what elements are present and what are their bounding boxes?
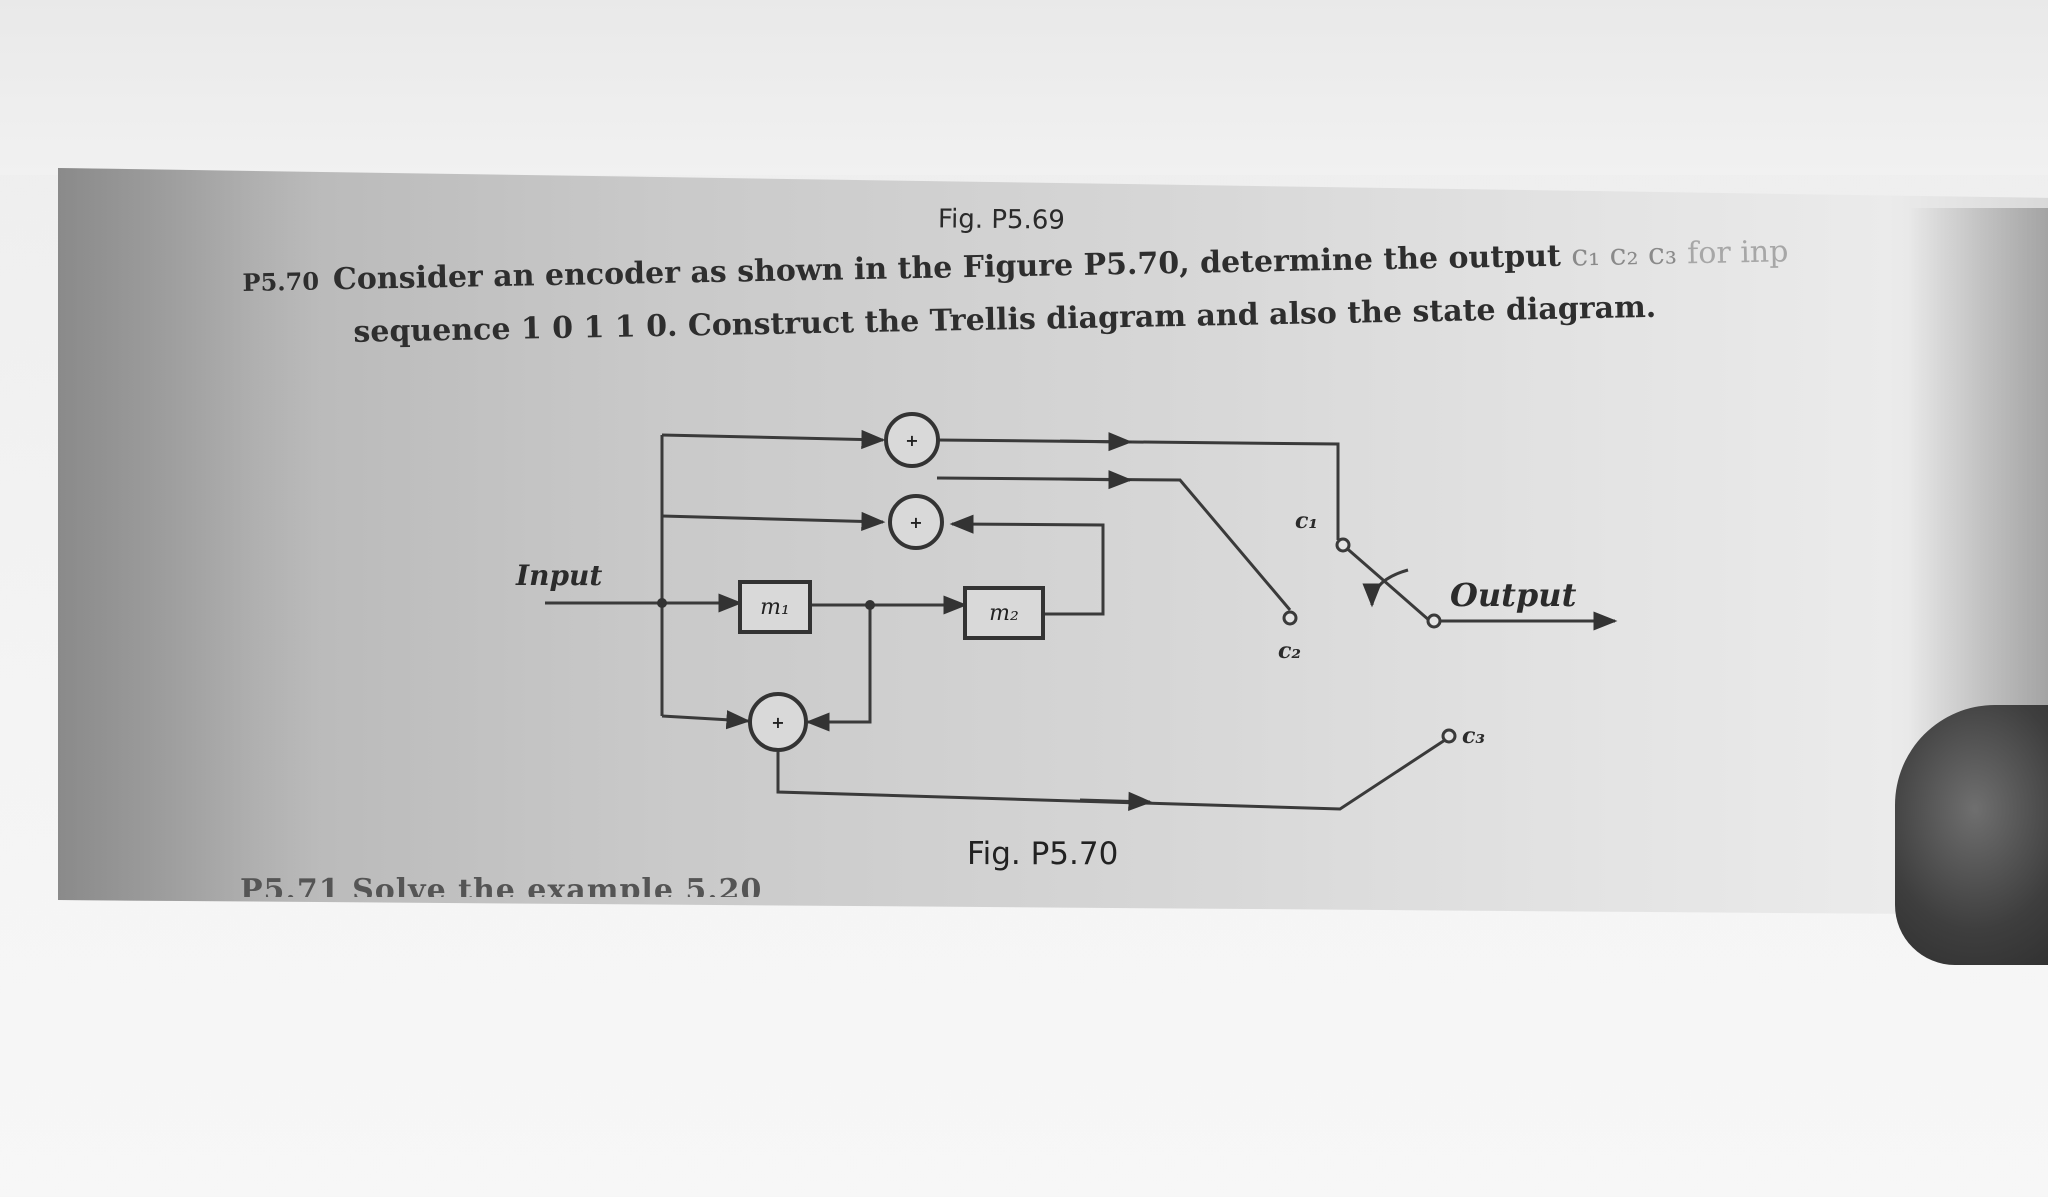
contact-c1-label: c₁ <box>1295 508 1318 534</box>
register-m2 <box>963 586 1045 640</box>
branch-to-adder-2 <box>661 511 886 532</box>
figure-caption: Fig. P5.70 <box>967 836 1119 872</box>
paper-background <box>0 0 2048 175</box>
contact-c2-label: c₂ <box>1278 638 1301 664</box>
contact-output <box>1426 613 1442 629</box>
adder-2-symbol: + <box>909 513 922 532</box>
adder-2 <box>888 494 944 550</box>
adder-3 <box>748 692 808 752</box>
junction-dot <box>865 600 875 610</box>
arrow-marker-2 <box>1059 470 1133 490</box>
contact-c2 <box>1282 610 1298 626</box>
register-m2-label: m₂ <box>989 601 1019 626</box>
adder-3-to-c3 <box>776 738 1446 811</box>
adder-1-symbol: + <box>905 431 918 450</box>
adder-1 <box>884 412 940 468</box>
m1-tap-to-adder-3 <box>805 605 872 732</box>
junction-dot <box>657 598 667 608</box>
page-shadow <box>58 168 318 915</box>
printed-page <box>58 168 2048 915</box>
contact-c3-label: c₃ <box>1462 723 1485 749</box>
arrow-marker-1 <box>1059 432 1133 452</box>
m2-feedback-line <box>949 514 1105 616</box>
thumb <box>1895 705 2048 965</box>
contact-c3 <box>1441 728 1457 744</box>
arrow-marker-3 <box>1079 791 1153 811</box>
register-m1 <box>738 580 812 634</box>
branch-to-adder-1 <box>661 429 886 450</box>
input-label: Input <box>515 559 602 592</box>
branch-to-adder-3 <box>661 710 751 730</box>
register-m1-label: m₁ <box>760 595 790 620</box>
commutator-rotation-arrow <box>1362 568 1409 608</box>
next-problem-cutoff: P5.71 Solve the example 5.20 <box>240 873 763 897</box>
adder-3-symbol: + <box>771 713 784 732</box>
contact-c1 <box>1335 537 1351 553</box>
commutator-switch <box>1342 543 1431 623</box>
adder-2-to-c2 <box>936 476 1292 611</box>
output-label: Output <box>1450 576 1577 614</box>
